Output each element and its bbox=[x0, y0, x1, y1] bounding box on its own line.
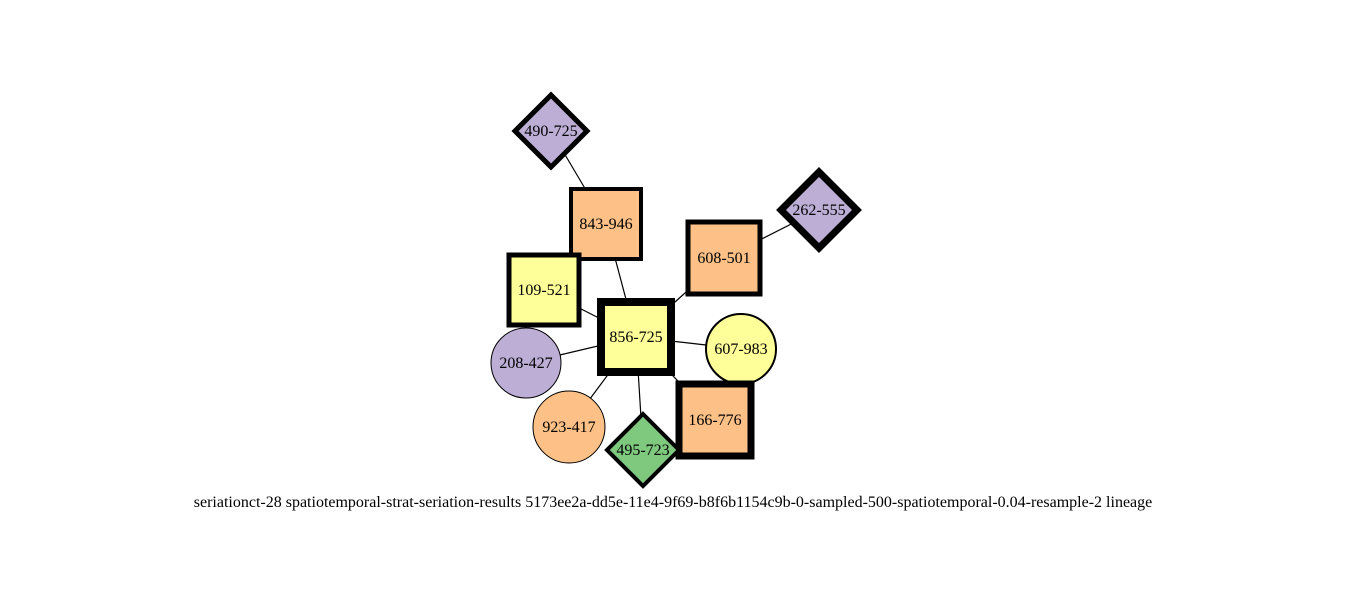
node-608-501[interactable]: 608-501 bbox=[685, 219, 763, 297]
node-label: 608-501 bbox=[697, 250, 750, 267]
node-label: 607-983 bbox=[714, 341, 767, 358]
node-shape-circle bbox=[490, 327, 562, 399]
node-166-776[interactable]: 166-776 bbox=[675, 380, 755, 460]
node-label: 166-776 bbox=[688, 412, 741, 429]
node-109-521[interactable]: 109-521 bbox=[506, 252, 582, 328]
node-label: 490-725 bbox=[524, 123, 577, 140]
node-shape-circle bbox=[532, 390, 606, 464]
node-262-555[interactable]: 262-555 bbox=[776, 167, 862, 253]
node-label: 495-723 bbox=[616, 442, 669, 459]
graph-caption: seriationct-28 spatiotemporal-strat-seri… bbox=[194, 494, 1153, 511]
node-label: 208-427 bbox=[499, 355, 552, 372]
node-label: 923-417 bbox=[542, 419, 595, 436]
node-label: 262-555 bbox=[792, 202, 845, 219]
node-843-946[interactable]: 843-946 bbox=[569, 187, 643, 261]
node-label: 843-946 bbox=[579, 216, 632, 233]
node-856-725[interactable]: 856-725 bbox=[597, 298, 675, 376]
node-490-725[interactable]: 490-725 bbox=[511, 91, 591, 171]
node-shape-diamond bbox=[604, 411, 682, 489]
node-208-427[interactable]: 208-427 bbox=[490, 327, 562, 399]
node-shape-square bbox=[506, 252, 582, 328]
node-495-723[interactable]: 495-723 bbox=[604, 411, 682, 489]
node-923-417[interactable]: 923-417 bbox=[532, 390, 606, 464]
node-shape-square bbox=[569, 187, 643, 261]
node-shape-square bbox=[675, 380, 755, 460]
node-607-983[interactable]: 607-983 bbox=[705, 313, 777, 385]
node-label: 109-521 bbox=[517, 282, 570, 299]
node-shape-diamond bbox=[511, 91, 591, 171]
node-shape-square bbox=[597, 298, 675, 376]
node-shape-square bbox=[685, 219, 763, 297]
node-shape-diamond bbox=[776, 167, 862, 253]
node-layer: 490-725 843-946 262-555 608-501 109-521 856-7… bbox=[490, 91, 862, 489]
node-label: 856-725 bbox=[609, 329, 662, 346]
